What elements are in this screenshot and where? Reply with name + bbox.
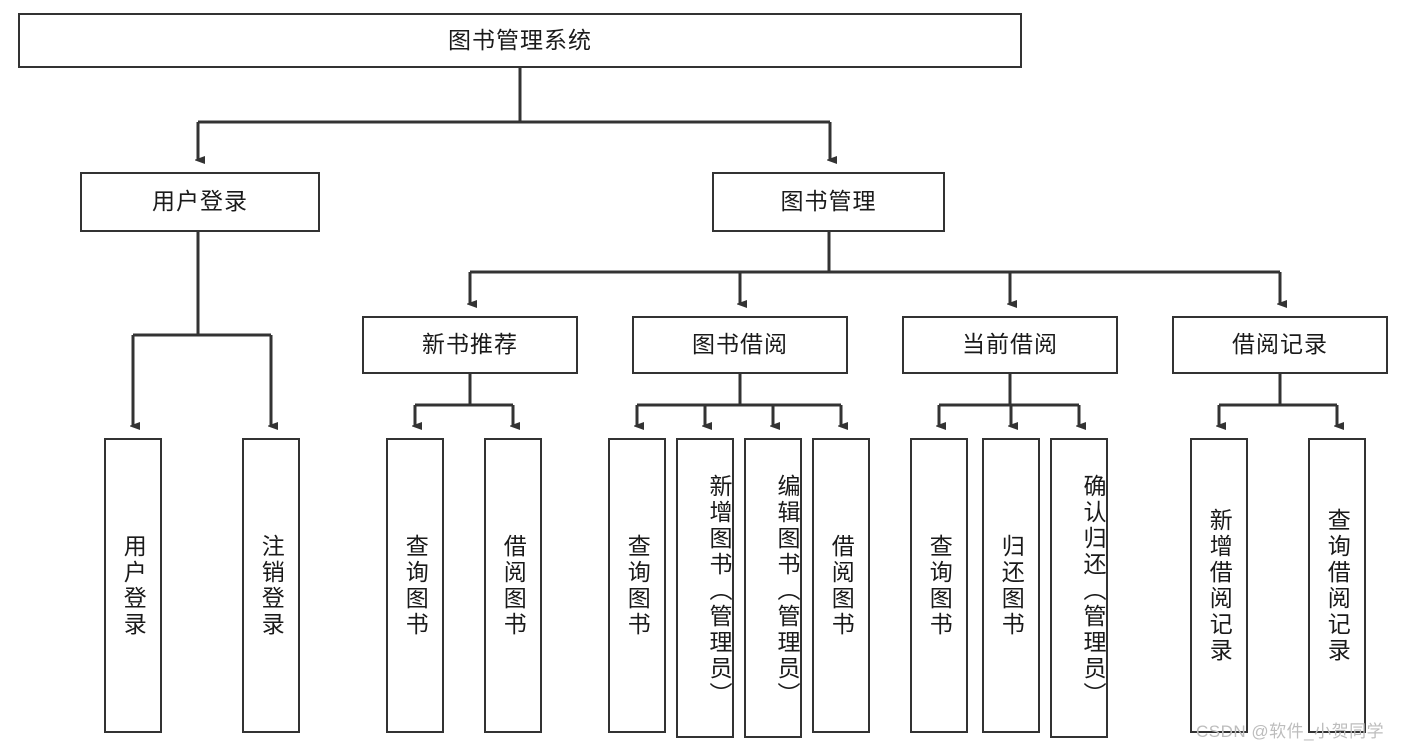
leaf-query-book-current[interactable]: 查询图书 <box>910 438 968 733</box>
csdn-watermark: CSDN @软件_小贺同学 <box>1196 722 1385 741</box>
leaf-edit-book-admin[interactable]: 编辑图书（管理员） <box>744 438 802 738</box>
leaf-label: 确认归还（管理员） <box>1080 474 1106 708</box>
leaf-user-login[interactable]: 用户登录 <box>104 438 162 733</box>
node-book-management-label: 图书管理 <box>780 188 877 215</box>
node-current-borrow[interactable]: 当前借阅 <box>902 316 1118 374</box>
leaf-label: 用户登录 <box>120 533 147 638</box>
leaf-label: 注销登录 <box>258 533 285 638</box>
node-user-login-label: 用户登录 <box>152 188 248 215</box>
leaf-label: 查询图书 <box>926 533 953 638</box>
leaf-label: 借阅图书 <box>828 533 855 638</box>
node-book-management[interactable]: 图书管理 <box>712 172 945 232</box>
leaf-query-borrow-record[interactable]: 查询借阅记录 <box>1308 438 1366 733</box>
node-new-book-recommend[interactable]: 新书推荐 <box>362 316 578 374</box>
leaf-return-book[interactable]: 归还图书 <box>982 438 1040 733</box>
leaf-label: 查询图书 <box>402 533 429 638</box>
node-book-borrow[interactable]: 图书借阅 <box>632 316 848 374</box>
leaf-label: 查询借阅记录 <box>1324 507 1351 664</box>
node-borrow-record[interactable]: 借阅记录 <box>1172 316 1388 374</box>
leaf-add-book-admin[interactable]: 新增图书（管理员） <box>676 438 734 738</box>
node-new-book-recommend-label: 新书推荐 <box>422 331 518 358</box>
leaf-label: 编辑图书（管理员） <box>774 474 800 708</box>
node-borrow-record-label: 借阅记录 <box>1232 331 1328 358</box>
leaf-borrow-book[interactable]: 借阅图书 <box>812 438 870 733</box>
leaf-user-logout[interactable]: 注销登录 <box>242 438 300 733</box>
leaf-label: 借阅图书 <box>500 533 527 638</box>
node-user-login[interactable]: 用户登录 <box>80 172 320 232</box>
leaf-confirm-return-admin[interactable]: 确认归还（管理员） <box>1050 438 1108 738</box>
node-current-borrow-label: 当前借阅 <box>962 331 1058 358</box>
leaf-query-book-newbook[interactable]: 查询图书 <box>386 438 444 733</box>
leaf-label: 归还图书 <box>998 533 1025 638</box>
node-root[interactable]: 图书管理系统 <box>18 13 1022 68</box>
leaf-query-book-borrow[interactable]: 查询图书 <box>608 438 666 733</box>
node-book-borrow-label: 图书借阅 <box>692 331 788 358</box>
node-root-label: 图书管理系统 <box>448 26 592 53</box>
leaf-borrow-book-newbook[interactable]: 借阅图书 <box>484 438 542 733</box>
leaf-label: 新增借阅记录 <box>1206 507 1233 664</box>
leaf-label: 新增图书（管理员） <box>706 474 732 708</box>
leaf-add-borrow-record[interactable]: 新增借阅记录 <box>1190 438 1248 733</box>
leaf-label: 查询图书 <box>624 533 651 638</box>
